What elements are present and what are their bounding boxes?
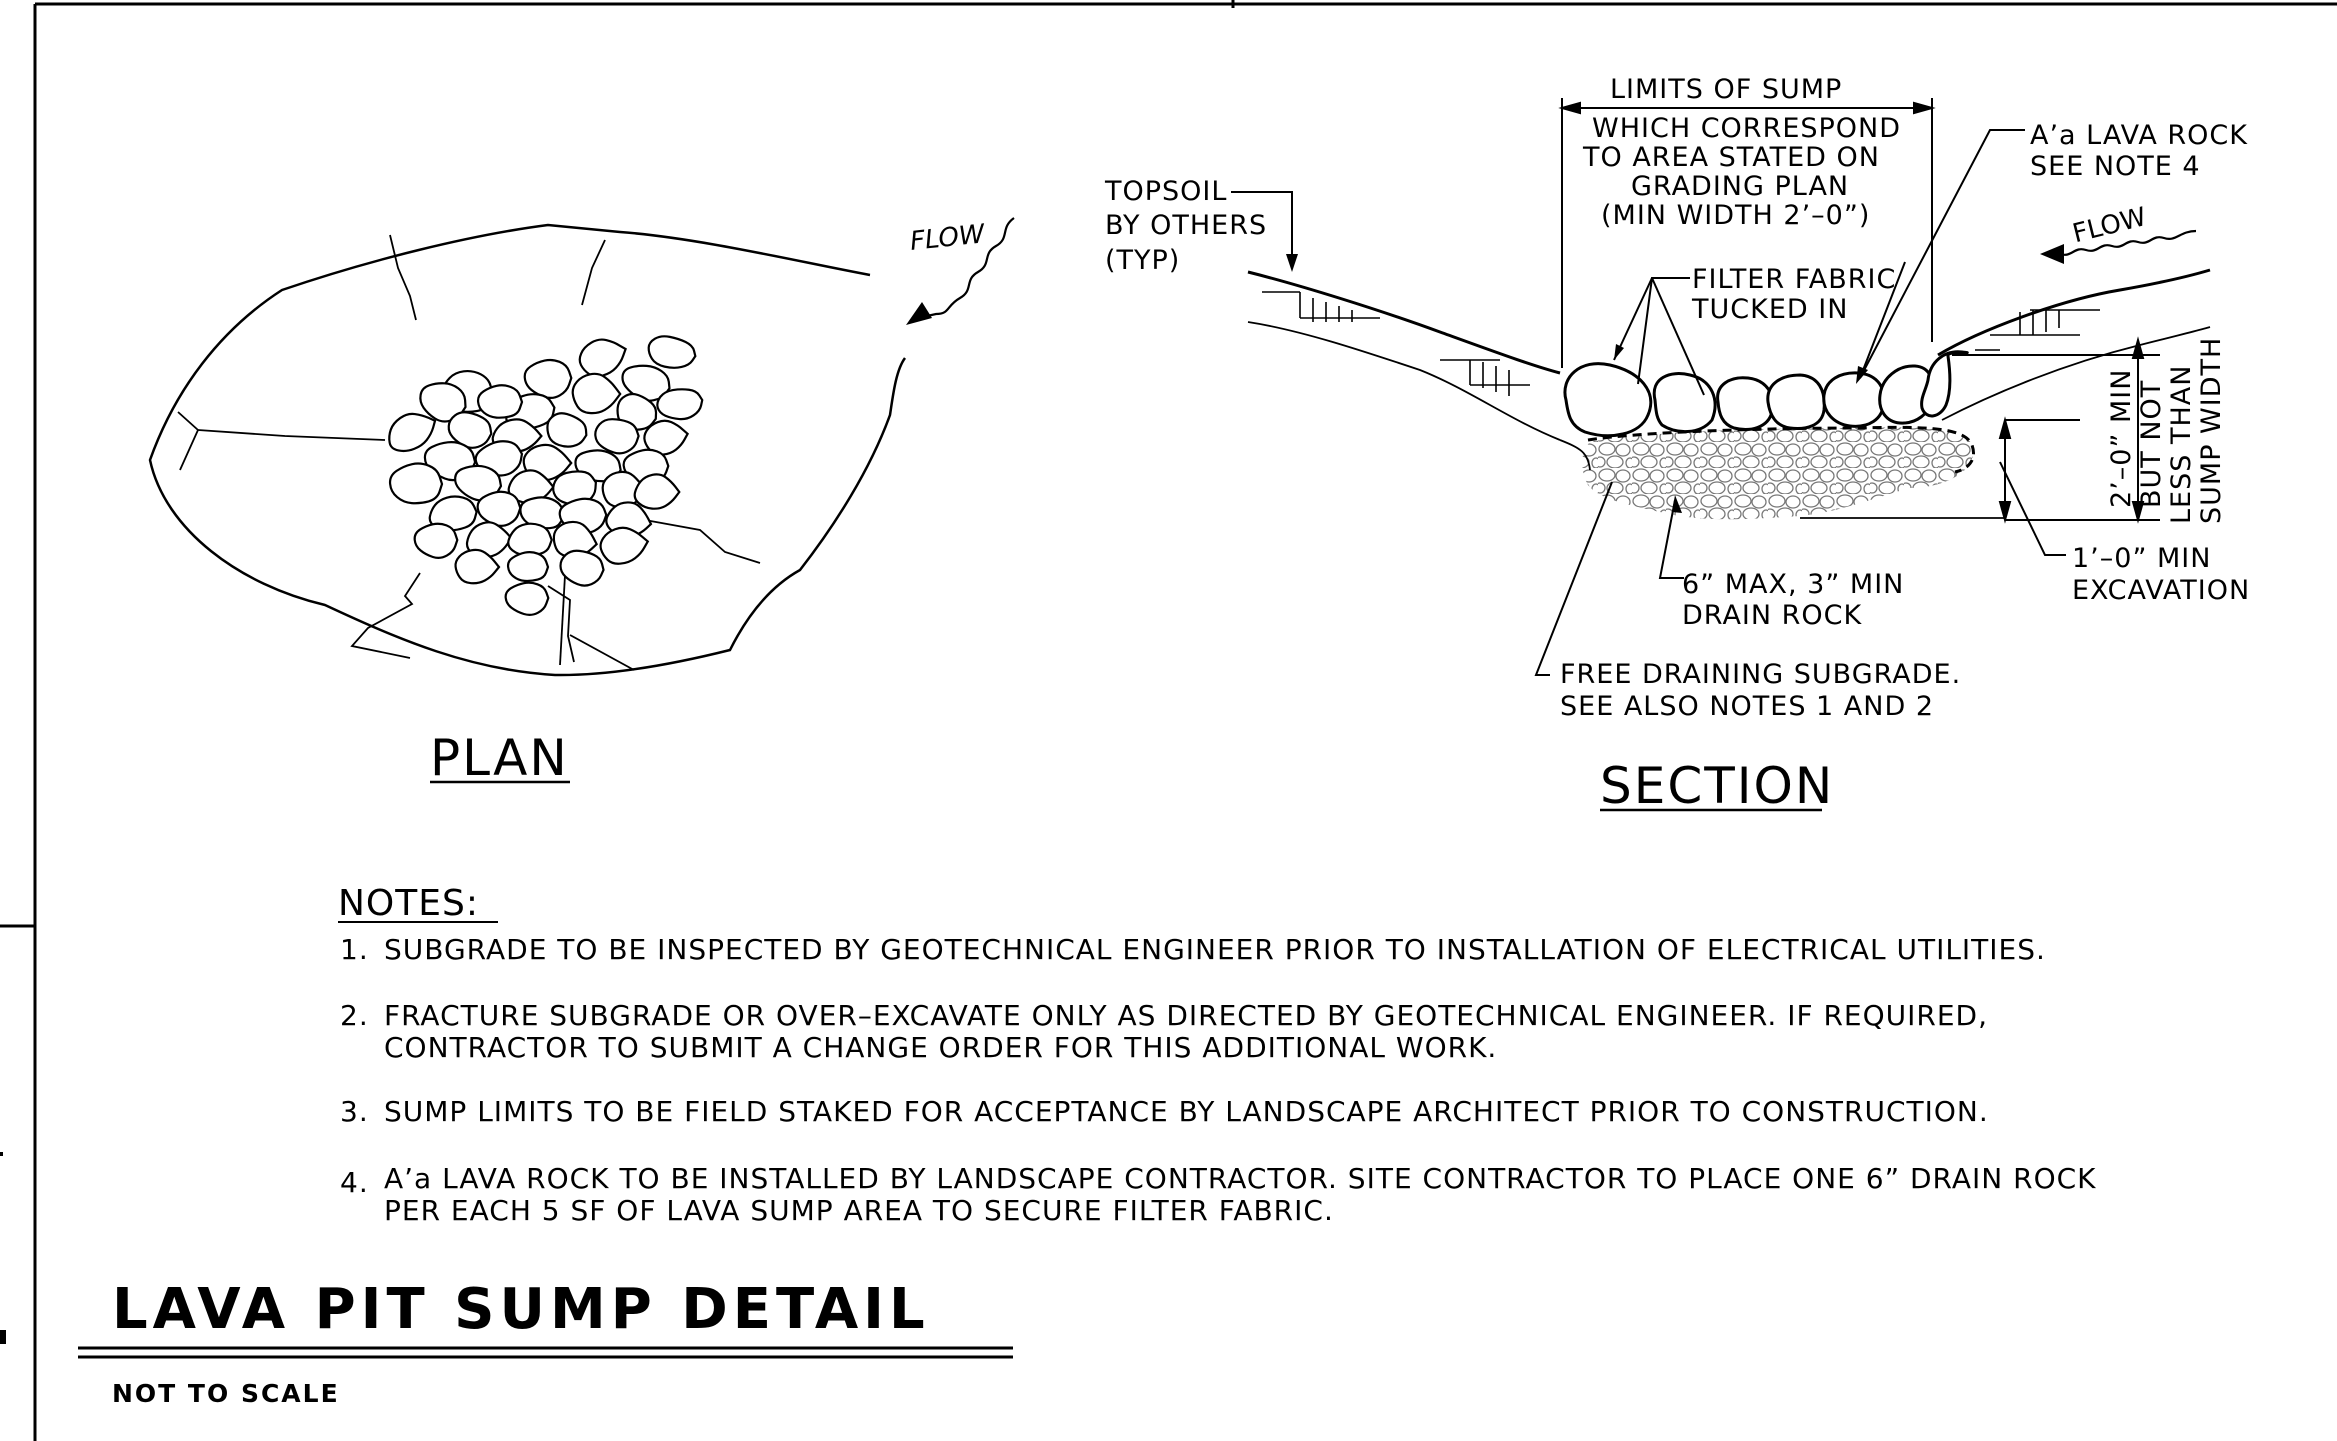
detail-title-block: LAVA PIT SUMP DETAIL NOT TO SCALE xyxy=(78,1277,1013,1408)
vertical-dimension-line: 2’–0” MIN xyxy=(2106,369,2137,508)
plan-lava-rock xyxy=(578,338,627,378)
plan-lava-rock xyxy=(523,358,573,400)
notes-block: NOTES: 1. SUBGRADE TO BE INSPECTED BY GE… xyxy=(338,883,2097,1227)
vertical-dimension-label: 2’–0” MIN BUT NOT LESS THAN SUMP WIDTH xyxy=(2106,337,2227,524)
subgrade-line: SEE ALSO NOTES 1 AND 2 xyxy=(1560,691,1934,722)
topsoil-line: (TYP) xyxy=(1105,245,1180,276)
plan-lava-rock xyxy=(506,550,550,583)
section-flow-arrow xyxy=(2046,229,2197,256)
plan-lava-rock xyxy=(476,384,524,419)
excavation-label: 1’–0” MIN EXCAVATION xyxy=(2072,543,2250,606)
note-text: A’a LAVA ROCK TO BE INSTALLED BY LANDSCA… xyxy=(384,1162,2097,1195)
section-title: SECTION xyxy=(1600,757,1834,815)
margin-marks xyxy=(0,1152,6,1344)
plan-lava-rock xyxy=(428,495,478,532)
limits-desc-line: GRADING PLAN xyxy=(1631,171,1849,202)
filter-fabric-line: FILTER FABRIC xyxy=(1692,264,1896,295)
topsoil-line: TOPSOIL xyxy=(1104,176,1227,207)
plan-lava-rock xyxy=(643,419,690,456)
plan-flow-arrowhead xyxy=(906,302,932,325)
plan-lava-rock xyxy=(647,335,697,369)
plan-title: PLAN xyxy=(430,729,569,787)
drain-rock-label: 6” MAX, 3” MIN DRAIN ROCK xyxy=(1682,569,1904,631)
plan-outline xyxy=(148,223,907,677)
subgrade-label: FREE DRAINING SUBGRADE. SEE ALSO NOTES 1… xyxy=(1560,659,1961,722)
limits-desc-line: WHICH CORRESPOND xyxy=(1592,113,1901,144)
plan-lava-rock xyxy=(559,549,605,587)
plan-lava-rock-cluster xyxy=(388,335,704,616)
lava-rock-line: SEE NOTE 4 xyxy=(2030,151,2201,182)
excavation-line: EXCAVATION xyxy=(2072,575,2250,606)
plan-fracture-lines xyxy=(177,234,761,671)
plan-lava-rock xyxy=(546,412,588,448)
plan-lava-rock xyxy=(476,490,522,527)
plan-lava-rock xyxy=(519,496,565,530)
limits-dimension xyxy=(1558,98,1936,368)
plan-lava-rock xyxy=(454,548,501,585)
note-number: 1. xyxy=(340,933,369,966)
excavation-bottom xyxy=(1559,439,2005,519)
notes-heading: NOTES: xyxy=(338,883,479,924)
vertical-dimension-line: BUT NOT xyxy=(2136,380,2167,508)
note-text: FRACTURE SUBGRADE OR OVER–EXCAVATE ONLY … xyxy=(384,999,1988,1032)
topsoil-hatch xyxy=(1262,291,2100,396)
note-text: PER EACH 5 SF OF LAVA SUMP AREA TO SECUR… xyxy=(384,1194,1334,1227)
topsoil-line: BY OTHERS xyxy=(1105,210,1267,241)
vertical-dimension-line: SUMP WIDTH xyxy=(2196,337,2227,524)
plan-lava-rock xyxy=(633,473,681,510)
ground-lines xyxy=(1247,268,2211,441)
section-view: FLOW LIMITS OF SUMP WHICH CORRESPOND TO … xyxy=(1104,74,2250,815)
subgrade-line: FREE DRAINING SUBGRADE. xyxy=(1560,659,1961,690)
detail-scale: NOT TO SCALE xyxy=(112,1379,340,1408)
detail-title: LAVA PIT SUMP DETAIL xyxy=(112,1277,930,1342)
plan-lava-rock xyxy=(571,372,622,415)
limits-desc-line: (MIN WIDTH 2’–0”) xyxy=(1601,200,1870,231)
plan-flow-arrow xyxy=(917,217,1015,320)
plan-view: FLOW PLAN xyxy=(148,217,1015,787)
leader-lines xyxy=(1231,129,2066,676)
plan-lava-rock xyxy=(599,526,650,565)
plan-lava-rock xyxy=(388,462,444,505)
note-text: SUBGRADE TO BE INSPECTED BY GEOTECHNICAL… xyxy=(384,933,2046,966)
excavation-line: 1’–0” MIN xyxy=(2072,543,2211,574)
lava-rock-label: A’a LAVA ROCK SEE NOTE 4 xyxy=(2030,120,2248,182)
limits-desc-line: TO AREA STATED ON xyxy=(1582,142,1880,173)
drain-rock-bed xyxy=(1582,427,1974,520)
plan-lava-rock xyxy=(504,581,550,616)
leader-arrowheads xyxy=(1286,254,1868,513)
plan-lava-rock xyxy=(447,411,493,449)
note-number: 4. xyxy=(340,1166,369,1199)
plan-lava-rock xyxy=(552,470,597,506)
plan-lava-rock xyxy=(388,412,437,453)
limits-desc-label: WHICH CORRESPOND TO AREA STATED ON GRADI… xyxy=(1582,113,1901,231)
section-flow-arrowhead xyxy=(2040,244,2064,264)
lava-rock-line: A’a LAVA ROCK xyxy=(2030,120,2248,151)
section-lava-rocks xyxy=(1563,350,1969,438)
plan-flow-label: FLOW xyxy=(909,219,988,257)
plan-lava-rock xyxy=(656,388,704,421)
topsoil-label: TOPSOIL BY OTHERS (TYP) xyxy=(1104,176,1267,276)
plan-lava-rock xyxy=(507,522,553,557)
plan-lava-rock xyxy=(465,521,513,558)
note-number: 3. xyxy=(340,1095,369,1128)
plan-lava-rock xyxy=(594,418,640,455)
filter-fabric xyxy=(1587,425,1975,474)
limits-of-sump-label: LIMITS OF SUMP xyxy=(1610,74,1842,105)
note-text: CONTRACTOR TO SUBMIT A CHANGE ORDER FOR … xyxy=(384,1031,1497,1064)
plan-lava-rock xyxy=(413,522,459,559)
filter-fabric-label: FILTER FABRIC TUCKED IN xyxy=(1691,264,1896,325)
depth-dimension xyxy=(1952,336,2160,524)
note-text: SUMP LIMITS TO BE FIELD STAKED FOR ACCEP… xyxy=(384,1095,1989,1128)
filter-fabric-line: TUCKED IN xyxy=(1691,294,1848,325)
note-number: 2. xyxy=(340,999,369,1032)
vertical-dimension-line: LESS THAN xyxy=(2166,365,2197,524)
drain-rock-line: 6” MAX, 3” MIN xyxy=(1682,569,1904,600)
drain-rock-line: DRAIN ROCK xyxy=(1682,600,1863,631)
